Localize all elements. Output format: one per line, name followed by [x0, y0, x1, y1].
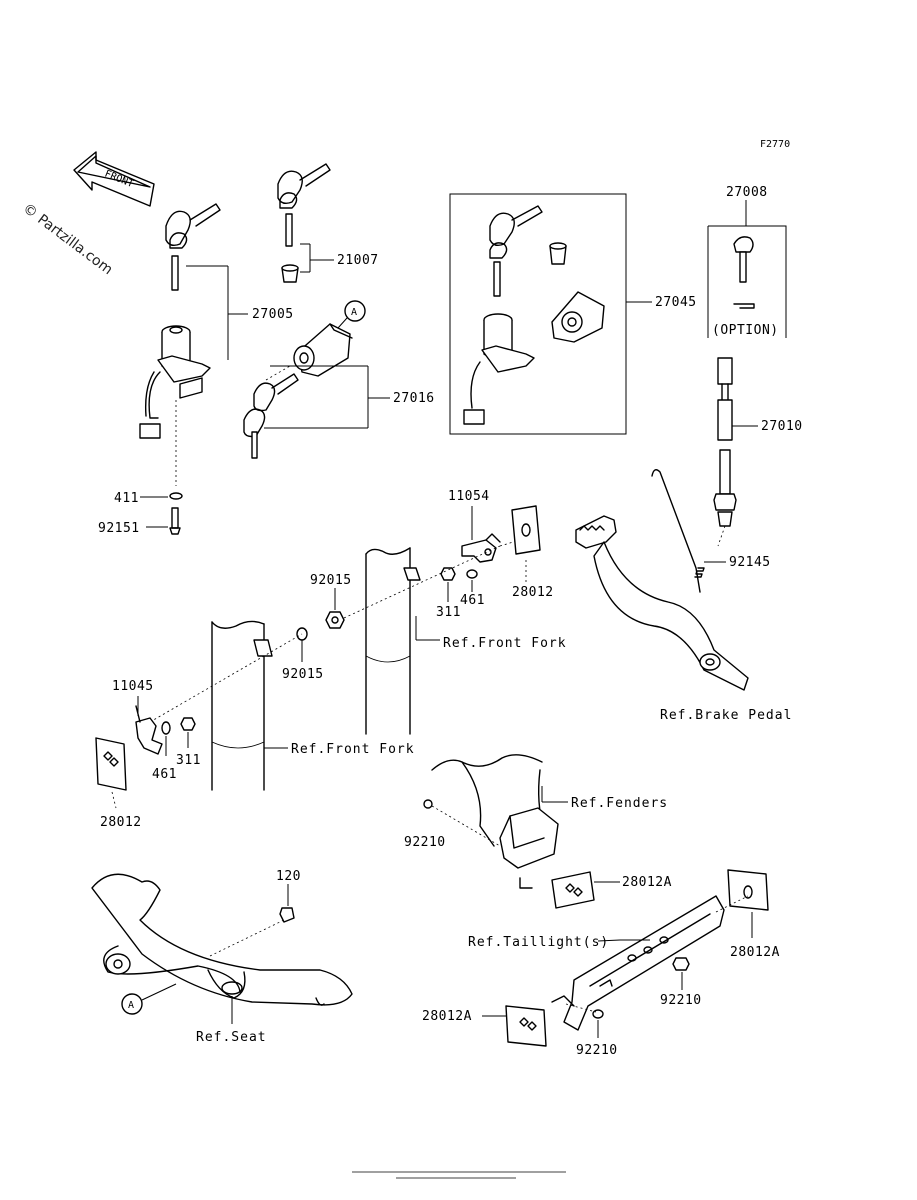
front-fork-upper: [365, 547, 421, 735]
option-bracket: [708, 225, 787, 338]
seat-lock-27016: A: [243, 300, 366, 459]
label-27008: 27008: [726, 185, 768, 200]
label-92015-upper: 92015: [310, 573, 352, 588]
ref-front-fork-upper: Ref.Front Fork: [443, 636, 567, 651]
label-27045: 27045: [655, 295, 697, 310]
callout-a-bottom-label: A: [128, 1000, 134, 1011]
brake-switch-27010: [713, 357, 737, 547]
rear-fender: [431, 754, 559, 889]
ref-seat: Ref.Seat: [196, 1030, 267, 1045]
label-311-upper: 311: [436, 605, 461, 620]
return-spring-92145: [651, 469, 705, 593]
ref-fenders: Ref.Fenders: [571, 796, 668, 811]
callout-a-top: [344, 300, 366, 322]
ref-taillights: Ref.Taillight(s): [468, 935, 609, 950]
label-92210-mid: 92210: [660, 993, 702, 1008]
reflector-28012A-right: [727, 869, 769, 911]
nut-311-lower: [180, 717, 196, 731]
nut-92210-mid: [672, 957, 690, 971]
nut-92210-fender: [423, 799, 433, 809]
ignition-switch-27005: [139, 203, 221, 486]
partzilla-watermark: © Partzilla.com: [20, 200, 116, 278]
label-92145: 92145: [729, 555, 771, 570]
license-bracket: [551, 895, 725, 1031]
label-92210-bottom: 92210: [576, 1043, 618, 1058]
lock-set-27045-box: [449, 193, 627, 435]
label-28012A-right: 28012A: [730, 945, 780, 960]
label-411: 411: [114, 491, 139, 506]
figure-code: F2770: [760, 139, 790, 150]
label-92015-lower: 92015: [282, 667, 324, 682]
seat-frame: [91, 873, 353, 1006]
washer-461-lower: [161, 721, 171, 735]
ref-brake-pedal: Ref.Brake Pedal: [660, 708, 792, 723]
bracket-11054: [461, 533, 501, 563]
option-label: (OPTION): [712, 323, 779, 338]
label-28012-lower: 28012: [100, 815, 142, 830]
reflector-28012A-left: [505, 1005, 547, 1047]
label-28012A-fender: 28012A: [622, 875, 672, 890]
nut-92015-upper: [325, 611, 345, 629]
reflector-28012-lower: [95, 737, 127, 791]
washer-461-upper: [466, 569, 478, 579]
label-11054: 11054: [448, 489, 490, 504]
nut-311-upper: [440, 567, 456, 581]
label-461-lower: 461: [152, 767, 177, 782]
label-27010: 27010: [761, 419, 803, 434]
ref-front-fork-lower: Ref.Front Fork: [291, 742, 415, 757]
lock-set-27045: [463, 205, 605, 425]
copyright-strip: [352, 1171, 566, 1179]
nut-92210-bottom: [592, 1009, 604, 1019]
label-27016: 27016: [393, 391, 435, 406]
bolt-92151: [169, 507, 181, 535]
label-120: 120: [276, 869, 301, 884]
label-21007: 21007: [337, 253, 379, 268]
key-set-21007: [277, 163, 331, 283]
key-blank-27008: [733, 236, 755, 309]
label-11045: 11045: [112, 679, 154, 694]
label-92151: 92151: [98, 521, 140, 536]
bolt-120: [279, 907, 295, 923]
label-27005: 27005: [252, 307, 294, 322]
callout-a-bottom: [121, 993, 143, 1015]
reflector-28012-upper: [511, 505, 541, 555]
label-311-lower: 311: [176, 753, 201, 768]
label-28012-upper: 28012: [512, 585, 554, 600]
callout-a-top-label: A: [351, 307, 357, 318]
front-arrow-icon: FRONT: [73, 151, 155, 207]
label-461-upper: 461: [460, 593, 485, 608]
bracket-11045: [135, 705, 163, 755]
front-fork-lower: [211, 620, 273, 791]
label-92210-fender: 92210: [404, 835, 446, 850]
washer-411: [169, 492, 183, 500]
reflector-28012A-fender: [551, 871, 595, 909]
label-28012A-left: 28012A: [422, 1009, 472, 1024]
brake-pedal: [575, 515, 749, 691]
